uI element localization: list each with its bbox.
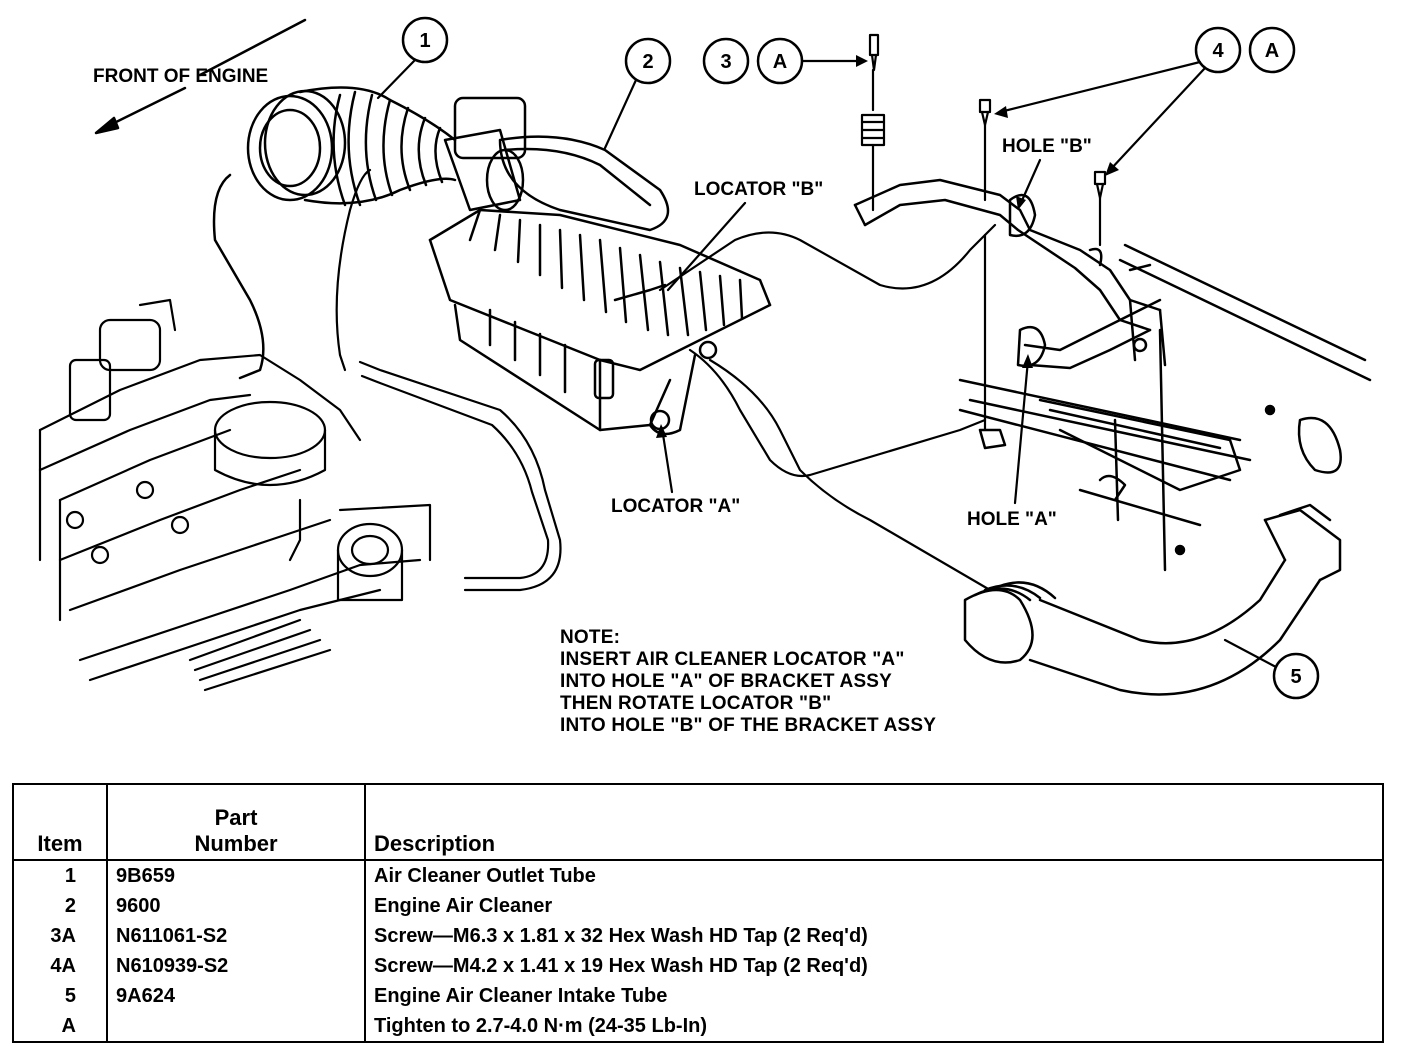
bracket-assembly (853, 178, 1372, 572)
cell-part-number: N611061-S2 (106, 921, 366, 951)
hole-b-pointer (1018, 158, 1042, 207)
cell-description: Engine Air Cleaner (364, 891, 1384, 921)
hole-a-arrowhead (1022, 354, 1033, 368)
callout-1-label: 1 (419, 30, 430, 52)
locator-a-arrowhead (656, 424, 667, 438)
callout-4-label: 4 (1212, 40, 1224, 62)
hole-b-arrowhead (1016, 196, 1026, 210)
note-line-2: INTO HOLE "A" OF BRACKET ASSY (560, 671, 893, 692)
outlet-tube (212, 86, 457, 380)
column-header-description: Description (364, 784, 1384, 861)
part-header-line-1: Part (214, 805, 258, 830)
hole-b-label: HOLE "B" (1002, 136, 1092, 157)
note-title: NOTE: (560, 627, 621, 648)
callout-4a-label: A (1265, 40, 1279, 62)
cell-part-number (106, 1011, 366, 1042)
callout-5 (1223, 638, 1320, 700)
locator-a-label: LOCATOR "A" (611, 496, 740, 517)
note-line-1: INSERT AIR CLEANER LOCATOR "A" (560, 649, 905, 670)
maf-adapter (443, 96, 527, 212)
note-line-4: INTO HOLE "B" OF THE BRACKET ASSY (560, 715, 937, 736)
engine-intake-manifold (38, 298, 432, 692)
intake-tube (963, 503, 1342, 696)
front-of-engine-label: FRONT OF ENGINE (93, 66, 268, 87)
air-cleaner-exploded-diagram: FRONT OF ENGINE (38, 16, 1372, 700)
callout-3a (702, 37, 868, 85)
cell-description: Air Cleaner Outlet Tube (364, 860, 1384, 891)
cell-item: A (12, 1011, 108, 1042)
hole-a-pointer (1013, 358, 1030, 505)
cell-item: 5 (12, 981, 108, 1011)
cell-item: 1 (12, 860, 108, 891)
installation-note: NOTE: INSERT AIR CLEANER LOCATOR "A" INT… (560, 627, 936, 737)
callout-5-label: 5 (1290, 666, 1301, 688)
cell-item: 2 (12, 891, 108, 921)
screws-3a (860, 33, 886, 212)
screws-4a (978, 98, 1107, 432)
hole-a-label: HOLE "A" (967, 509, 1057, 530)
locator-b-pointer (666, 201, 747, 292)
table-row: 4A N610939-S2 Screw—M4.2 x 1.41 x 19 Hex… (12, 951, 1384, 981)
locator-b-leader (658, 223, 997, 592)
cell-part-number: 9600 (106, 891, 366, 921)
air-cleaner-housing (428, 135, 772, 436)
cell-description: Screw—M6.3 x 1.81 x 32 Hex Wash HD Tap (… (364, 921, 1384, 951)
callout-2-label: 2 (642, 51, 653, 73)
table-row: 3A N611061-S2 Screw—M6.3 x 1.81 x 32 Hex… (12, 921, 1384, 951)
column-header-item: Item (12, 784, 108, 861)
column-header-part-number: Part Number (106, 784, 366, 861)
callout-3-label: 3 (720, 51, 731, 73)
note-line-3: THEN ROTATE LOCATOR "B" (560, 693, 832, 714)
cell-part-number: N610939-S2 (106, 951, 366, 981)
cell-description: Screw—M4.2 x 1.41 x 19 Hex Wash HD Tap (… (364, 951, 1384, 981)
cell-part-number: 9A624 (106, 981, 366, 1011)
cell-item: 3A (12, 921, 108, 951)
front-of-engine-arrows (94, 18, 307, 135)
table-header-row: Item Part Number Description (12, 784, 1384, 861)
table-row: A Tighten to 2.7-4.0 N·m (24-35 Lb-In) (12, 1011, 1384, 1042)
parts-table: Item Part Number Description 1 9B659 Air… (12, 783, 1384, 1043)
breather-hose (335, 168, 562, 592)
callout-1 (376, 16, 449, 100)
cell-description: Tighten to 2.7-4.0 N·m (24-35 Lb-In) (364, 1011, 1384, 1042)
locator-a-pointer (660, 426, 674, 494)
table-row: 5 9A624 Engine Air Cleaner Intake Tube (12, 981, 1384, 1011)
table-row: 1 9B659 Air Cleaner Outlet Tube (12, 860, 1384, 891)
callout-4a (994, 26, 1296, 176)
cell-part-number: 9B659 (106, 860, 366, 891)
cell-item: 4A (12, 951, 108, 981)
locator-b-label: LOCATOR "B" (694, 179, 823, 200)
part-header-line-2: Number (194, 831, 278, 856)
callout-3a-label: A (773, 51, 787, 73)
table-row: 2 9600 Engine Air Cleaner (12, 891, 1384, 921)
callout-2 (603, 37, 672, 150)
cell-description: Engine Air Cleaner Intake Tube (364, 981, 1384, 1011)
